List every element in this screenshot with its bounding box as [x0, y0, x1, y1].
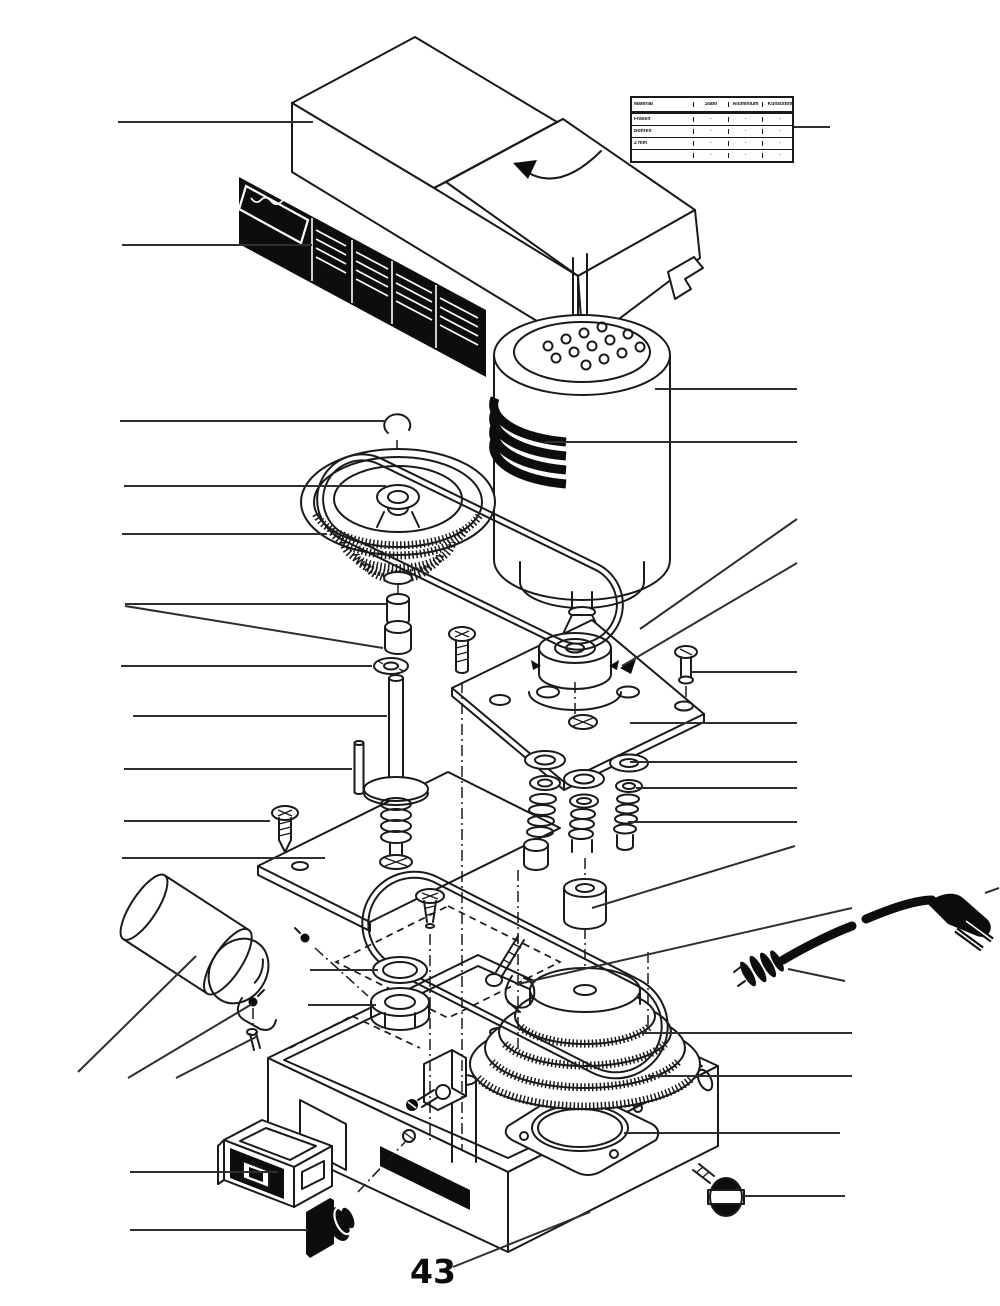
speed-chart-label [239, 177, 486, 377]
slotted-washer [380, 855, 412, 869]
spacer-sleeves [385, 594, 411, 654]
rotation-arrow-icon [513, 151, 601, 179]
table-row: - - - [632, 149, 792, 161]
washer-spring-stack-a [524, 751, 565, 870]
table-header-aluminium: Aluminium [727, 102, 763, 107]
drive-belt-upper [302, 439, 638, 665]
leader-lines [78, 122, 852, 1267]
top-cover [292, 37, 703, 346]
spindle-shaft [364, 675, 428, 805]
thrust-washer [374, 658, 408, 674]
table-cell: - [727, 141, 763, 146]
table-cell: - [762, 153, 797, 158]
washer-spring-stack-b [564, 770, 604, 852]
cord-connector-end [734, 950, 784, 989]
row-label: 2 mm [634, 141, 648, 146]
table-header-material: Material [634, 102, 653, 107]
table-row: Bohren - - - [632, 125, 792, 137]
adjusting-screw [416, 889, 444, 928]
mounting-screw-right [675, 646, 697, 711]
power-switch [406, 1050, 466, 1111]
switch-screw [406, 1090, 438, 1111]
compression-spring [381, 798, 411, 856]
page-number: 43 [410, 1252, 456, 1291]
table-cell: - [727, 129, 763, 134]
table-cell: - [693, 117, 728, 122]
power-inlet-module [218, 1120, 332, 1207]
clamp-bolt [247, 1008, 260, 1050]
base-label [380, 1146, 470, 1210]
table-header-stahl: Stahl [693, 102, 728, 107]
tension-screw [486, 936, 524, 986]
grub-screw [295, 928, 368, 996]
motor [494, 315, 670, 662]
motor-vent-holes [544, 323, 645, 370]
motor-mounting-plate [452, 620, 704, 790]
table-cell: - [762, 141, 797, 146]
drive-belt-lower [344, 854, 685, 1096]
cover-clip [668, 257, 703, 299]
spindle-cone-pulley [470, 968, 700, 1109]
cable-grommet [306, 1142, 405, 1258]
table-cell: - [762, 129, 797, 134]
row-label: Bohren [634, 129, 652, 134]
table-cell: - [693, 141, 728, 146]
table-header-kunststoff: Kunststoff [762, 102, 797, 107]
rubber-foot [693, 1164, 744, 1216]
spindle-washer [373, 957, 427, 983]
spacer-bushing [564, 858, 606, 966]
belt-tension-clamp [505, 976, 534, 1012]
table-cell: - [762, 117, 797, 122]
table-row: Fräsen - - - [632, 113, 792, 125]
washer-spring-stack-c [610, 755, 648, 851]
plate-center-hole [569, 715, 597, 729]
table-cell: - [693, 153, 728, 158]
locating-pin [355, 741, 364, 794]
table-cell: - [727, 153, 763, 158]
table-row: 2 mm - - - [632, 137, 792, 149]
spindle-nut [371, 988, 429, 1030]
pulley-hub [377, 485, 419, 527]
motor-rating-band [494, 398, 566, 484]
plate-screw [272, 806, 298, 852]
centerlines [430, 682, 648, 1150]
materials-table-header: Material Stahl Aluminium Kunststoff [632, 98, 793, 113]
brand-logo [239, 186, 308, 243]
row-label: Fräsen [634, 117, 651, 122]
power-cord [734, 888, 999, 988]
table-cell: - [693, 129, 728, 134]
mounting-screw-left [449, 627, 475, 673]
materials-table: Material Stahl Aluminium Kunststoff Fräs… [630, 96, 794, 163]
capacitor [112, 868, 283, 1016]
base-housing [268, 955, 718, 1252]
table-cell: - [727, 117, 763, 122]
mains-plug [928, 893, 992, 949]
